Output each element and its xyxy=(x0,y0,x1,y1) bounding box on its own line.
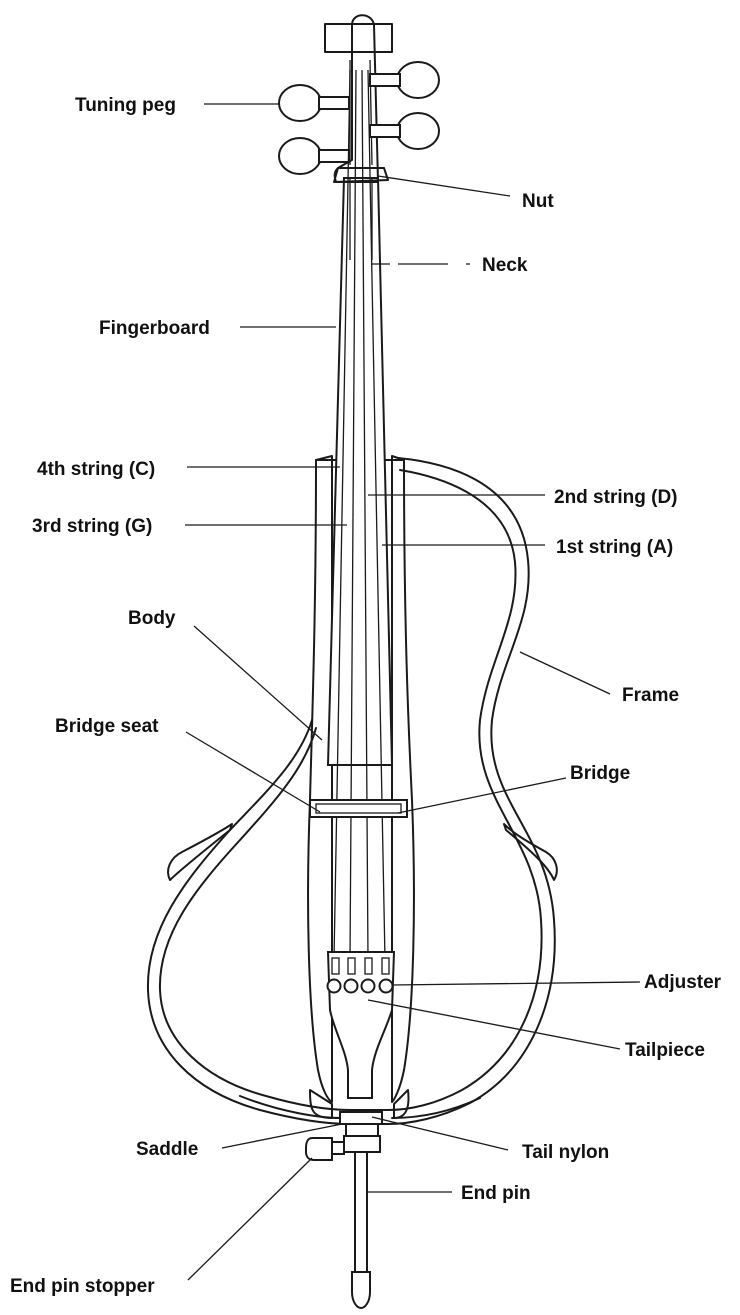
body-right xyxy=(391,455,415,1103)
adjuster-2 xyxy=(343,978,359,994)
label-tuning-peg: Tuning peg xyxy=(75,95,176,116)
label-string-1: 1st string (A) xyxy=(556,537,673,558)
label-body: Body xyxy=(128,608,176,629)
leader-end-pin-stopper xyxy=(187,1157,313,1281)
head-top-plate xyxy=(324,23,393,53)
label-neck: Neck xyxy=(482,255,528,276)
label-nut: Nut xyxy=(522,191,554,212)
label-bridge: Bridge xyxy=(570,763,630,784)
label-bridge-seat: Bridge seat xyxy=(55,716,159,737)
end-pin-collar xyxy=(343,1135,381,1153)
label-frame: Frame xyxy=(622,685,679,706)
leader-bridge xyxy=(397,777,567,814)
end-pin-stopper-shaft xyxy=(331,1141,345,1155)
end-pin-tip xyxy=(351,1271,371,1310)
frame-bottom xyxy=(239,1095,481,1119)
tuning-peg-left-upper xyxy=(278,84,322,122)
adjuster-1 xyxy=(326,978,342,994)
label-tail-nylon: Tail nylon xyxy=(522,1142,609,1163)
label-string-3: 3rd string (G) xyxy=(32,516,152,537)
bridge-seat xyxy=(309,799,408,818)
frame-inner xyxy=(158,469,543,1111)
fine-tuner-1 xyxy=(331,957,340,975)
frame-right-horn xyxy=(503,823,558,881)
head-front xyxy=(333,167,389,183)
leader-saddle xyxy=(221,1123,343,1149)
labels: Tuning peg Nut Neck Fingerboard 4th stri… xyxy=(10,95,722,1297)
label-string-2: 2nd string (D) xyxy=(554,487,678,508)
label-string-4: 4th string (C) xyxy=(37,459,155,480)
label-tailpiece: Tailpiece xyxy=(625,1040,705,1061)
leader-lines xyxy=(185,103,641,1281)
fine-tuner-4 xyxy=(381,957,390,975)
leader-body xyxy=(193,625,323,741)
label-end-pin: End pin xyxy=(461,1183,531,1204)
frame-bottom-left-wing xyxy=(309,1089,333,1119)
tuning-peg-left-lower xyxy=(278,137,322,175)
tuning-peg-right-upper-shaft xyxy=(369,73,401,87)
body xyxy=(307,455,333,1103)
tail-nylon xyxy=(345,1123,379,1137)
leader-tail-nylon xyxy=(371,1116,509,1151)
leader-nut xyxy=(377,175,511,197)
label-fingerboard: Fingerboard xyxy=(99,318,210,339)
frame-left-horn xyxy=(167,823,233,881)
leader-adjuster xyxy=(391,981,641,986)
label-saddle: Saddle xyxy=(136,1139,198,1160)
fingerboard xyxy=(326,177,394,766)
fine-tuner-3 xyxy=(364,957,373,975)
leader-tailpiece xyxy=(367,999,621,1050)
bridge xyxy=(315,803,402,814)
label-end-pin-stopper: End pin stopper xyxy=(10,1276,155,1297)
label-adjuster: Adjuster xyxy=(644,972,722,993)
adjuster-3 xyxy=(360,978,376,994)
tuning-peg-left-upper-shaft xyxy=(318,96,350,110)
tuning-pegs xyxy=(278,61,440,175)
tuning-peg-right-lower-shaft xyxy=(369,124,401,138)
end-pin xyxy=(354,1151,368,1273)
adjuster-4 xyxy=(378,978,394,994)
tuning-peg-right-lower xyxy=(396,112,440,150)
leader-frame xyxy=(519,651,611,695)
fine-tuner-2 xyxy=(347,957,356,975)
tuning-peg-left-lower-shaft xyxy=(318,149,350,163)
end-pin-stopper xyxy=(305,1137,333,1161)
leader-bridge-seat xyxy=(185,731,321,813)
tuning-peg-right-upper xyxy=(396,61,440,99)
fine-tuners xyxy=(326,957,394,994)
